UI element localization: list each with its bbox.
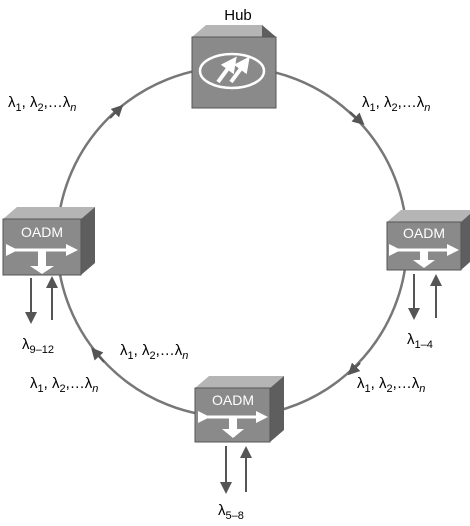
- drop-arrow-icon: [30, 250, 54, 274]
- router-icon: [198, 52, 266, 90]
- wavelength-text: λ1, λ2,…λn: [30, 375, 98, 395]
- wavelength-subscript: 2: [391, 102, 397, 114]
- wavelength-subscript: 1: [370, 102, 376, 114]
- wavelength-symbol: ,…λ: [66, 375, 93, 392]
- wavelength-symbol: λ: [362, 94, 370, 111]
- wavelength-symbol: λ: [120, 342, 128, 359]
- oadm-bottom-label: OADM: [212, 392, 254, 408]
- oadm-left: OADM: [2, 207, 95, 276]
- wavelength-symbol: λ: [30, 375, 38, 392]
- wavelength-subscript: 2: [386, 383, 392, 395]
- oadm-bottom: OADM: [194, 376, 284, 443]
- wavelength-subscript: 1: [128, 350, 134, 362]
- wavelength-subscript: n: [70, 102, 76, 114]
- wavelength-symbol: ,…λ: [156, 342, 183, 359]
- wavelength-subscript: 1: [16, 102, 22, 114]
- wavelength-symbol: λ: [357, 375, 365, 392]
- drop-arrow-icon: [222, 417, 244, 438]
- wavelength-subscript: 2: [37, 102, 43, 114]
- wavelength-subscript: 2: [149, 350, 155, 362]
- wavelength-symbol: ,…λ: [393, 375, 420, 392]
- wavelength-text: λ1, λ2,…λn: [8, 94, 76, 114]
- wavelength-text: λ1, λ2,…λn: [357, 375, 425, 395]
- wavelength-subscript: n: [419, 383, 425, 395]
- wavelength-label-bottom-right: λ1, λ2,…λn: [357, 375, 425, 395]
- wavelength-symbol: , λ: [44, 375, 60, 392]
- bottom-drop-wavelengths: λ5–8: [218, 502, 244, 522]
- hub-node: [191, 25, 277, 109]
- ring-direction-arrow-ne: [349, 111, 365, 126]
- oadm-right: OADM: [386, 210, 470, 271]
- ring-direction-arrow-se: [347, 362, 361, 376]
- oadm-right-label: OADM: [403, 225, 445, 241]
- wavelength-subscript: 1: [38, 383, 44, 395]
- wavelength-symbol: ,…λ: [398, 94, 425, 111]
- oadm-left-label: OADM: [21, 224, 63, 240]
- wavelength-subscript: n: [92, 383, 98, 395]
- wavelength-text: λ1, λ2,…λn: [362, 94, 430, 114]
- wavelength-subscript: 1: [365, 383, 371, 395]
- wavelength-subscript: n: [424, 102, 430, 114]
- wavelength-symbol: λ: [8, 94, 16, 111]
- fiber-ring: [55, 65, 409, 419]
- hub-label: Hub: [224, 7, 252, 24]
- wavelength-symbol: , λ: [22, 94, 38, 111]
- wavelength-symbol: , λ: [376, 94, 392, 111]
- wavelength-symbol: ,…λ: [44, 94, 71, 111]
- wavelength-label-top-left: λ1, λ2,…λn: [8, 94, 76, 114]
- right-drop-wavelengths: λ1–4: [407, 331, 433, 351]
- wavelength-subscript: n: [182, 350, 188, 362]
- wavelength-symbol: , λ: [371, 375, 387, 392]
- left-drop-wavelengths: λ9–12: [22, 336, 54, 356]
- ring-direction-arrow-sw: [90, 347, 105, 363]
- drop-arrow-icon: [413, 250, 435, 268]
- wavelength-label-mid-left: λ1, λ2,…λn: [120, 342, 188, 362]
- wavelength-symbol: , λ: [134, 342, 150, 359]
- ring-direction-arrow-nw: [109, 104, 124, 119]
- wavelength-label-bottom-left: λ1, λ2,…λn: [30, 375, 98, 395]
- wavelength-subscript: 2: [59, 383, 65, 395]
- wavelength-label-top-right: λ1, λ2,…λn: [362, 94, 430, 114]
- wavelength-text: λ1, λ2,…λn: [120, 342, 188, 362]
